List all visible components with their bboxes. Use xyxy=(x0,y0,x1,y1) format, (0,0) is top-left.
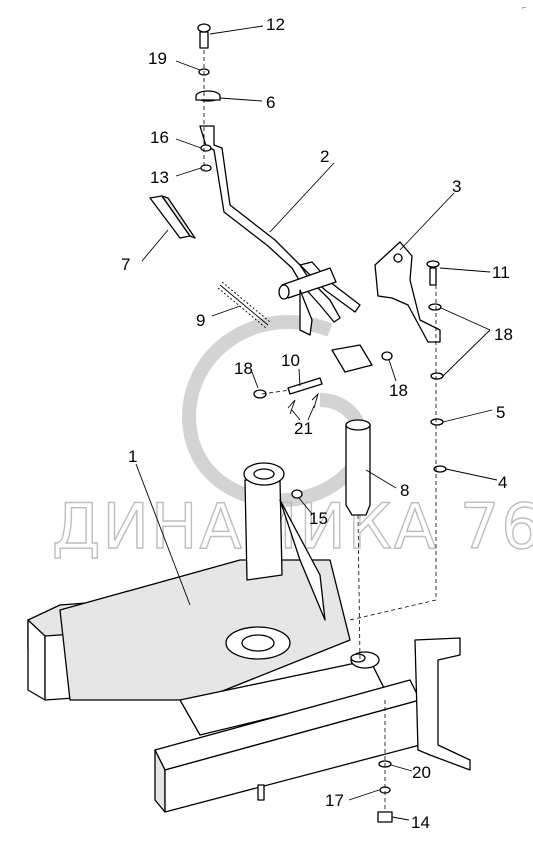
label-7: 7 xyxy=(121,255,130,274)
label-18-middle: 18 xyxy=(389,381,408,400)
label-14: 14 xyxy=(411,813,430,832)
cotter-pins-part-21 xyxy=(287,392,319,415)
label-11: 11 xyxy=(492,263,510,282)
label-15: 15 xyxy=(309,509,328,528)
label-2: 2 xyxy=(320,147,329,166)
pin-part-10 xyxy=(287,377,323,395)
label-4: 4 xyxy=(498,473,507,492)
label-17: 17 xyxy=(325,791,344,810)
label-13: 13 xyxy=(150,168,169,187)
spring-part-9 xyxy=(217,281,271,329)
corner-mark: ⌐ xyxy=(522,3,527,12)
label-20: 20 xyxy=(412,763,431,782)
frame-part-1 xyxy=(27,462,471,813)
label-10: 10 xyxy=(281,351,300,370)
label-12: 12 xyxy=(266,15,285,34)
bracket-part-3 xyxy=(374,241,441,343)
label-9: 9 xyxy=(196,311,205,330)
assembly-axes xyxy=(203,50,437,812)
callout-labels: 12 19 6 16 2 13 3 7 11 9 18 10 18 18 5 2… xyxy=(121,15,513,832)
label-6: 6 xyxy=(266,93,275,112)
label-18-left: 18 xyxy=(234,359,253,378)
pad-part-7 xyxy=(149,195,196,239)
pedal-lever-part-2 xyxy=(199,125,373,373)
label-8: 8 xyxy=(400,481,409,500)
leader-lines xyxy=(135,25,498,821)
label-19: 19 xyxy=(148,49,167,68)
label-21: 21 xyxy=(294,419,313,438)
cylinder-part-8 xyxy=(345,419,371,516)
label-16: 16 xyxy=(150,128,169,147)
label-1: 1 xyxy=(128,447,137,466)
label-5: 5 xyxy=(496,403,505,422)
label-18-right: 18 xyxy=(494,325,513,344)
label-3: 3 xyxy=(452,177,461,196)
